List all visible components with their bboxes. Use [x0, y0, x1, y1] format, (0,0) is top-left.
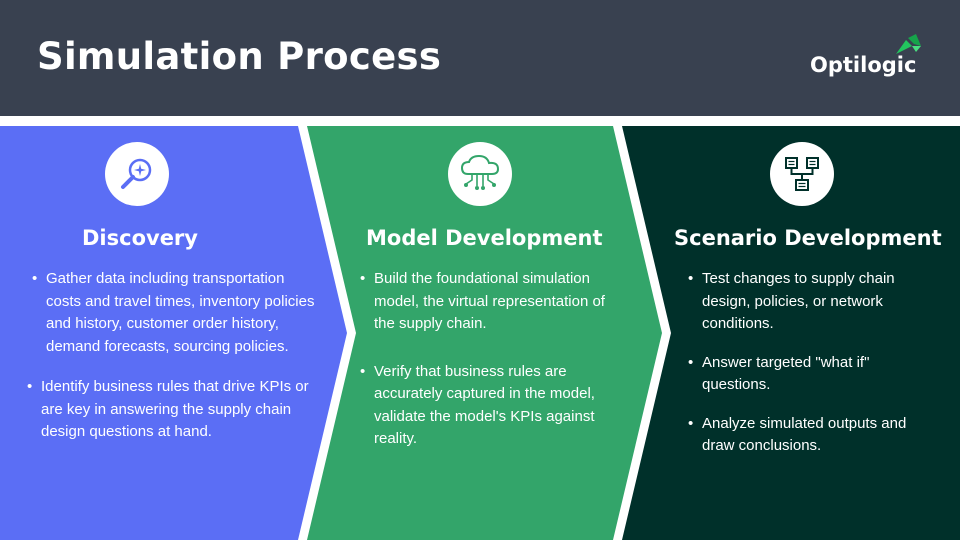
- model-icon-circle: [448, 142, 512, 206]
- logo-mark-icon: [896, 34, 921, 54]
- logo-text: Optilogic: [810, 53, 917, 77]
- scenario-bullet: Answer targeted "what if" questions.: [688, 352, 928, 397]
- scenario-bullet: Analyze simulated outputs and draw concl…: [688, 413, 928, 458]
- scenario-icon-circle: [770, 142, 834, 206]
- header-bar: Simulation Process Optilogic: [0, 0, 960, 116]
- discovery-title: Discovery: [82, 226, 198, 250]
- discovery-icon-circle: [105, 142, 169, 206]
- page-title: Simulation Process: [37, 35, 442, 78]
- flowchart-icon: [785, 157, 819, 191]
- column-model-development: Model Development Build the foundational…: [330, 126, 630, 540]
- discovery-bullet: Gather data including transportation cos…: [32, 268, 316, 358]
- model-bullets: Build the foundational simulation model,…: [360, 268, 620, 451]
- discovery-bullets: Gather data including transportation cos…: [27, 268, 316, 444]
- model-bullet: Verify that business rules are accuratel…: [360, 361, 620, 451]
- model-bullet: Build the foundational simulation model,…: [360, 268, 620, 336]
- model-title: Model Development: [366, 226, 603, 250]
- discovery-bullet: Identify business rules that drive KPIs …: [27, 376, 311, 444]
- magnifier-sparkle-icon: [121, 158, 152, 189]
- scenario-bullets: Test changes to supply chain design, pol…: [688, 268, 928, 458]
- column-scenario-development: Scenario Development Test changes to sup…: [640, 126, 960, 540]
- column-discovery: Discovery Gather data including transpor…: [0, 126, 330, 540]
- optilogic-logo: Optilogic: [810, 34, 930, 82]
- cloud-circuit-icon: [460, 154, 500, 190]
- scenario-title: Scenario Development: [674, 226, 942, 250]
- scenario-bullet: Test changes to supply chain design, pol…: [688, 268, 928, 336]
